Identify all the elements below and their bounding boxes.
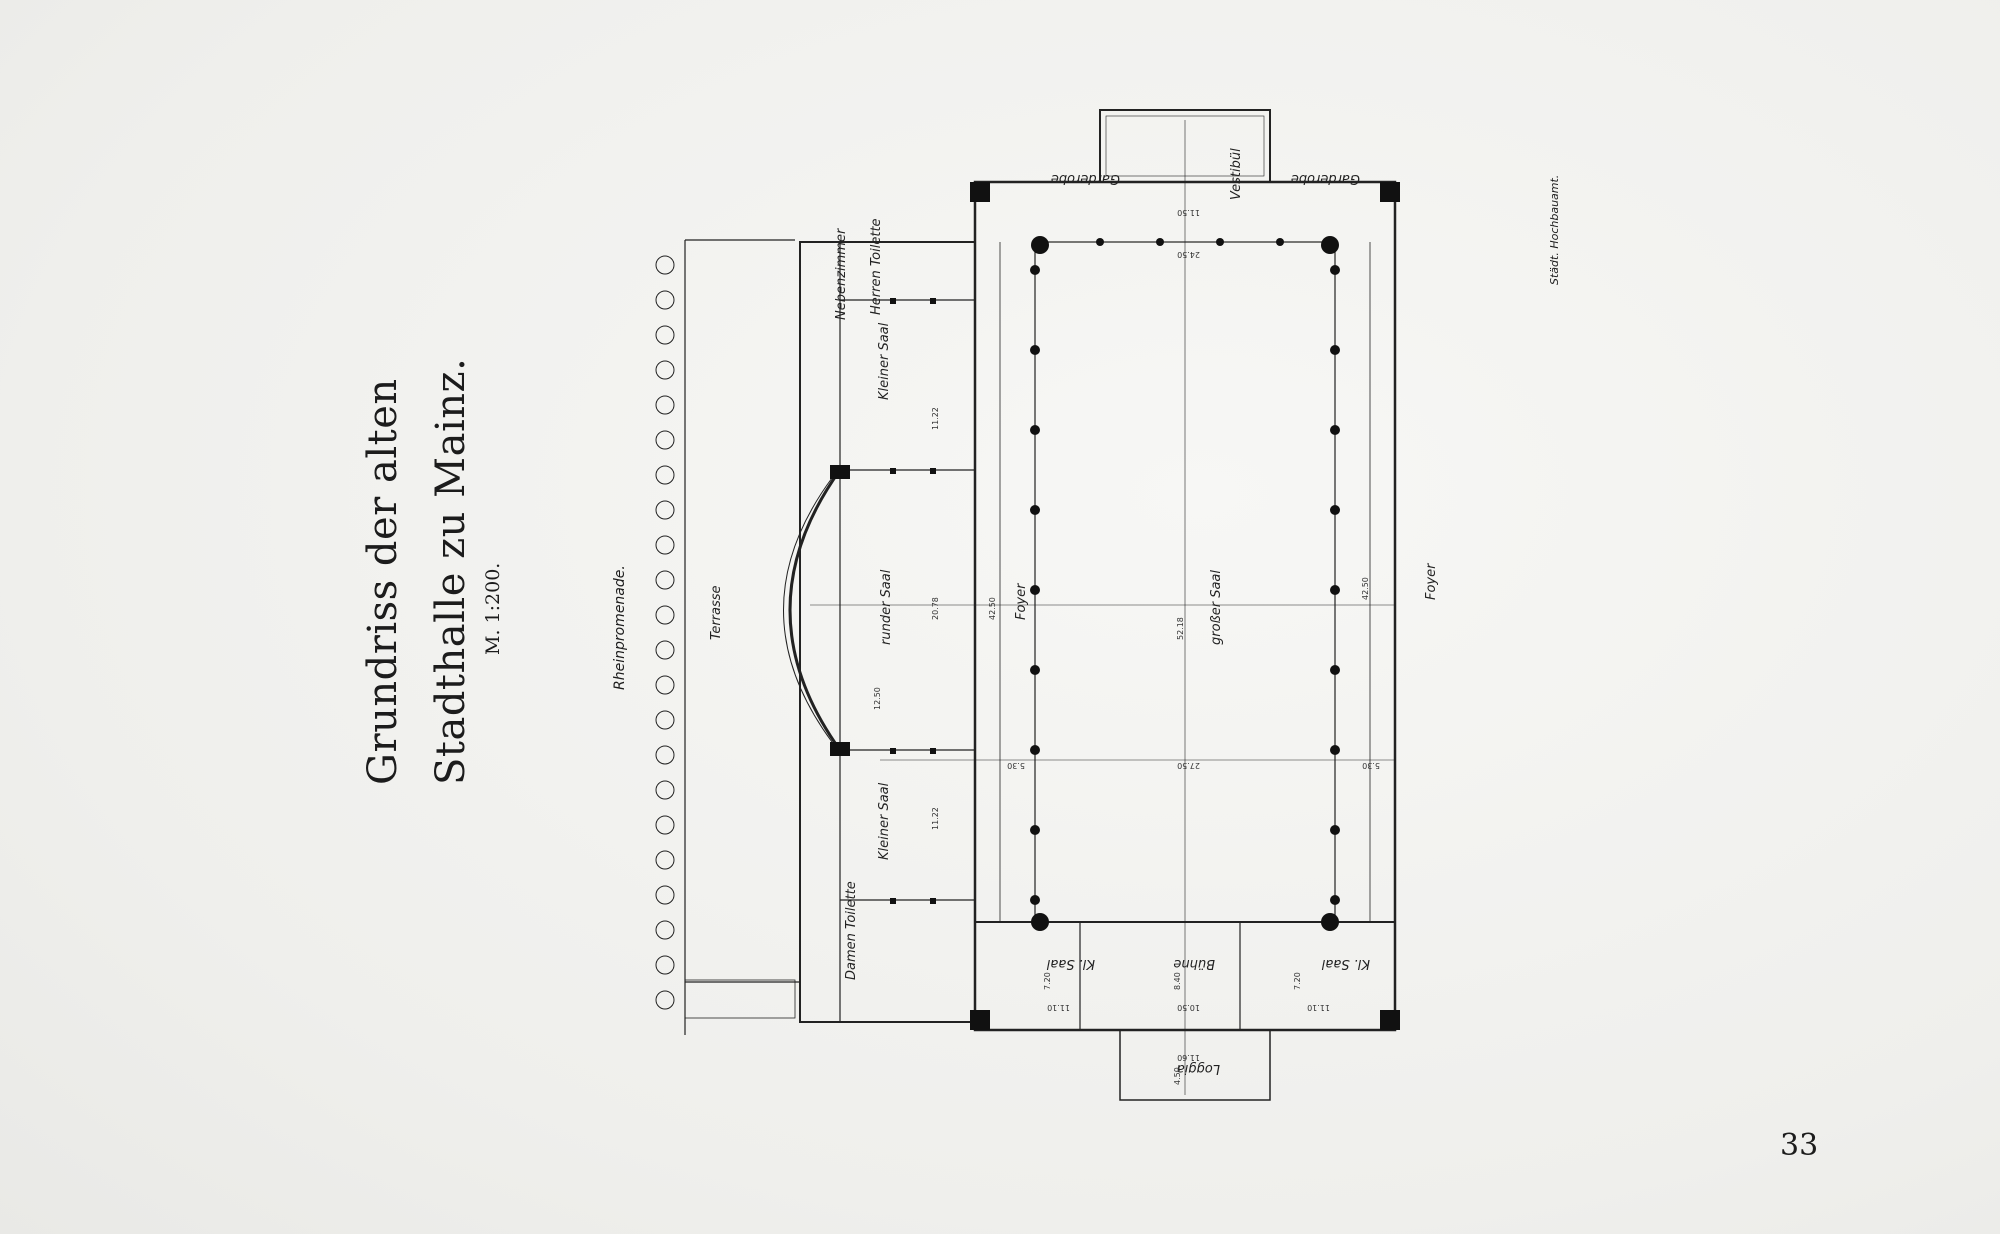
dim-19: 4.50 bbox=[1173, 1067, 1182, 1085]
dim-1: 11.22 bbox=[931, 407, 940, 430]
room-vestibul: Vestibül bbox=[1229, 148, 1244, 200]
room-kl-saal-left: Kl. Saal bbox=[1046, 956, 1095, 971]
room-grosser-saal: großer Saal bbox=[1209, 570, 1224, 645]
scale-note: M. 1:200. bbox=[482, 562, 504, 655]
dim-4: 42.50 bbox=[988, 597, 997, 620]
dim-18: 11.60 bbox=[1177, 1053, 1200, 1062]
title-line-1: Grundriss der alten bbox=[360, 378, 406, 785]
room-garderobe-left: Garderobe bbox=[1051, 171, 1120, 186]
loggia-projection bbox=[1119, 1029, 1271, 1101]
room-buehne: Bühne bbox=[1173, 956, 1215, 971]
room-kleiner-saal-top: Kleiner Saal bbox=[877, 322, 892, 400]
title-line-2: Stadthalle zu Mainz. bbox=[428, 357, 474, 785]
room-kleiner-saal-bottom: Kleiner Saal bbox=[877, 782, 892, 860]
label-hochbauamt: Städt. Hochbauamt. bbox=[1548, 174, 1561, 285]
dim-5: 52.18 bbox=[1176, 617, 1185, 640]
round-hall-apse bbox=[788, 469, 842, 751]
dim-9: 5.30 bbox=[1362, 761, 1380, 770]
dim-10: 11.50 bbox=[1177, 208, 1200, 217]
dim-7: 27.50 bbox=[1177, 761, 1200, 770]
dim-20: 12.50 bbox=[873, 687, 882, 710]
dim-2: 20.78 bbox=[931, 597, 940, 620]
room-foyer-right: Foyer bbox=[1424, 562, 1439, 600]
dim-12: 10.50 bbox=[1177, 1003, 1200, 1012]
page-number: 33 bbox=[1780, 1128, 1819, 1163]
room-damen-toilette: Damen Toilette bbox=[844, 881, 859, 980]
room-loggia: Loggia bbox=[1177, 1061, 1220, 1076]
room-terrasse: Terrasse bbox=[709, 585, 724, 640]
dim-14: 11.10 bbox=[1307, 1003, 1330, 1012]
dim-6: 42.50 bbox=[1361, 577, 1370, 600]
room-herren-toilette: Herren Toilette bbox=[869, 218, 884, 315]
dim-8: 5.30 bbox=[1007, 761, 1025, 770]
title-block: Grundriss der alten Stadthalle zu Mainz.… bbox=[360, 358, 540, 800]
label-rheinpromenade: Rheinpromenade. bbox=[612, 565, 628, 690]
room-kl-saal-right: Kl. Saal bbox=[1321, 956, 1370, 971]
terrace-steps bbox=[684, 979, 796, 1019]
dim-15: 7.20 bbox=[1043, 972, 1052, 990]
room-garderobe-right: Garderobe bbox=[1291, 171, 1360, 186]
dim-17: 8.40 bbox=[1173, 972, 1182, 990]
room-runder-saal: runder Saal bbox=[879, 569, 894, 645]
room-nebenzimmer: Nebenzimmer bbox=[834, 227, 849, 320]
dim-16: 7.20 bbox=[1293, 972, 1302, 990]
dim-3: 11.22 bbox=[931, 807, 940, 830]
dim-13: 11.10 bbox=[1047, 1003, 1070, 1012]
floor-plan: Terrasse Kleiner Saal runder Saal Kleine… bbox=[655, 109, 1439, 1101]
room-foyer-left: Foyer bbox=[1014, 582, 1029, 620]
dim-11: 24.50 bbox=[1177, 250, 1200, 259]
